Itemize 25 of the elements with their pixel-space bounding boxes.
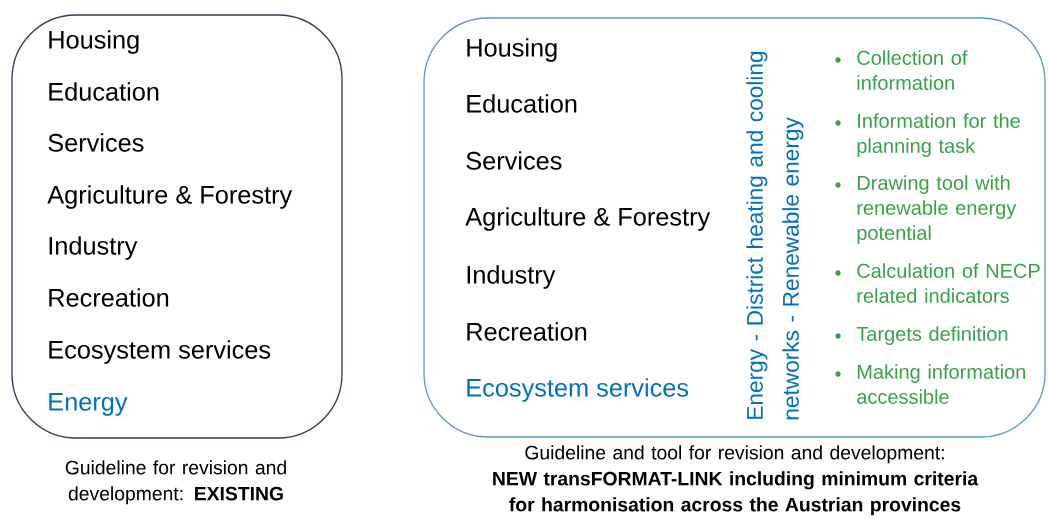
list-item: Energy bbox=[49, 393, 128, 416]
list-item: Services bbox=[466, 151, 562, 170]
node-label: NEW transFORMAT-LINK including minimum criteria for harmonisation across the Austrian provinces bbox=[493, 471, 979, 516]
node-label: Guideline for revision and development: EXISTING bbox=[65, 460, 286, 505]
node-label: Guideline and tool for revision and development: bbox=[525, 445, 944, 464]
bullet-item: Information for the planning task bbox=[835, 113, 1020, 157]
list-item: Recreation bbox=[467, 322, 587, 341]
bullet-item: Making information accessible bbox=[835, 364, 1025, 404]
list-item: Recreation bbox=[49, 288, 169, 307]
vertical-label: Energy - District heating and cooling networks - Renewable energy bbox=[746, 51, 804, 420]
bullet-item: Targets definition bbox=[835, 326, 1008, 345]
list-item: Industry bbox=[49, 236, 138, 260]
list-item: Services bbox=[48, 133, 144, 152]
list-item: Housing bbox=[467, 38, 557, 62]
list-item: Education bbox=[467, 94, 577, 113]
list-item: Agriculture & Forestry bbox=[465, 207, 711, 231]
list-item: Ecosystem services bbox=[467, 378, 689, 402]
bullet-item: Calculation of NECP related indicators bbox=[835, 263, 1040, 303]
list-item: Agriculture & Forestry bbox=[47, 185, 293, 209]
list-item: Industry bbox=[467, 265, 556, 289]
list-item: Housing bbox=[49, 30, 139, 54]
bullet-item: Drawing tool with renewable energy potential bbox=[835, 175, 1017, 244]
bullet-item: Collection of information bbox=[835, 50, 968, 90]
list-item: Education bbox=[49, 82, 159, 101]
list-item: Ecosystem services bbox=[49, 340, 271, 364]
